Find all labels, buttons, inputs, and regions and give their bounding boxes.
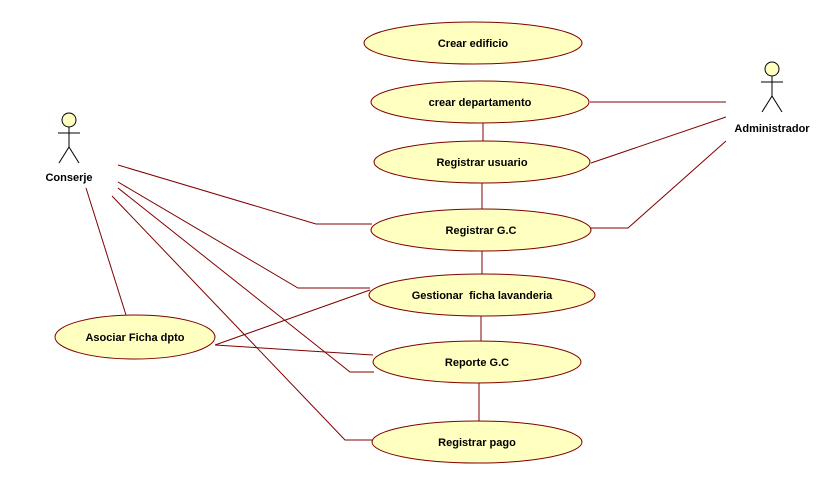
use-case-ellipse [370, 208, 592, 252]
use-case-registrar-gc[interactable]: Registrar G.C [370, 208, 592, 252]
use-case-gestionar-ficha-lavanderia[interactable]: Gestionar ficha lavanderia [368, 273, 596, 317]
actor-label: Conserje [45, 172, 92, 184]
association-line-asociar-ficha-dpto-to-gestionar-ficha-lavanderia [214, 289, 371, 346]
use-case-label: Gestionar ficha lavanderia [412, 290, 553, 302]
use-case-ellipse [363, 21, 583, 65]
use-case-reporte-gc[interactable]: Reporte G.C [372, 340, 582, 384]
use-case-asociar-ficha-dpto[interactable]: Asociar Ficha dpto [54, 314, 216, 360]
stick-figure-icon [58, 112, 80, 164]
actor-conserje[interactable]: Conserje [45, 112, 93, 184]
use-case-label: Asociar Ficha dpto [85, 332, 184, 344]
use-case-registrar-pago[interactable]: Registrar pago [371, 420, 583, 464]
use-case-ellipse [372, 340, 582, 384]
use-case-label: crear departamento [429, 97, 532, 109]
use-case-label: Registrar usuario [436, 157, 527, 169]
association-line-conserje-to-registrar-gc [117, 164, 372, 225]
association-line-conserje-to-registrar-pago [111, 195, 372, 441]
use-case-crear-departamento[interactable]: crear departamento [370, 80, 590, 124]
association-line-administrador-to-registrar-gc [590, 140, 727, 229]
use-case-registrar-usuario[interactable]: Registrar usuario [373, 140, 591, 184]
use-case-ellipse [54, 314, 216, 360]
stick-figure-icon [761, 61, 783, 113]
use-case-label: Crear edificio [438, 38, 509, 50]
diagram-shapes: Crear edificio crear departamentoRegistra… [45, 21, 810, 464]
actor-label: Administrador [734, 123, 810, 135]
use-case-label: Registrar pago [438, 437, 516, 449]
association-line-conserje-to-gestionar-ficha-lavanderia [117, 181, 370, 289]
association-line-asociar-ficha-dpto-to-reporte-gc [214, 344, 374, 356]
association-lines [85, 101, 727, 441]
use-case-ellipse [371, 420, 583, 464]
use-case-crear-edificio[interactable]: Crear edificio [363, 21, 583, 65]
actor-administrador[interactable]: Administrador [734, 61, 810, 135]
use-case-ellipse [373, 140, 591, 184]
association-line-administrador-to-registrar-usuario [590, 116, 727, 164]
use-case-ellipse [370, 80, 590, 124]
association-line-conserje-to-asociar-ficha-dpto [85, 187, 127, 316]
association-line-conserje-to-reporte-gc [117, 187, 374, 373]
use-case-label: Reporte G.C [445, 357, 509, 369]
use-case-label: Registrar G.C [446, 225, 517, 237]
use-case-ellipse [368, 273, 596, 317]
